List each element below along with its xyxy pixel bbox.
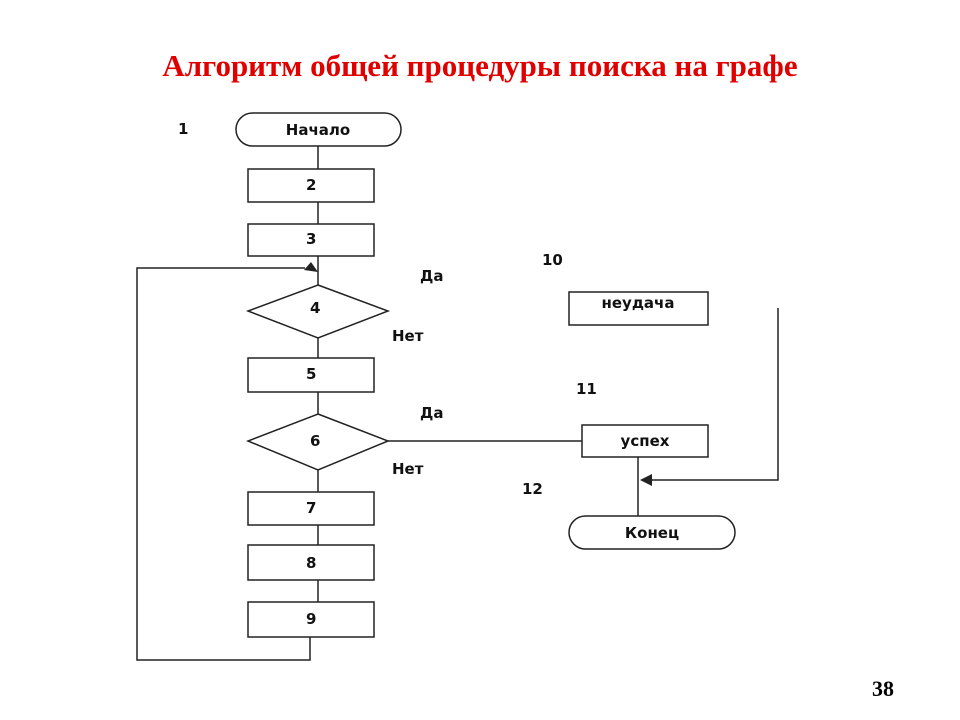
slide-title: Алгоритм общей процедуры поиска на графе <box>162 48 798 83</box>
decision-block-4 <box>245 284 391 339</box>
decision-6-no-label: Нет <box>392 460 424 478</box>
failure-number: 10 <box>542 251 563 269</box>
failure-label: неудача <box>602 294 675 312</box>
page-number: 38 <box>872 676 894 701</box>
decision-4-no-label: Нет <box>392 327 424 345</box>
block-8-label: 8 <box>306 554 316 572</box>
process-block-8 <box>247 544 375 581</box>
decision-4-yes-label: Да <box>420 267 443 285</box>
decision-block-6 <box>245 413 391 471</box>
loop-arrowhead <box>304 262 318 272</box>
connector-failure-end <box>652 308 779 481</box>
success-label: успех <box>621 432 670 450</box>
end-number: 12 <box>522 480 543 498</box>
decision-6-label: 6 <box>310 432 320 450</box>
success-number: 11 <box>576 380 597 398</box>
block-9-label: 9 <box>306 610 316 628</box>
decision-4-label: 4 <box>310 299 320 317</box>
start-label: Начало <box>286 121 350 139</box>
block-3-label: 3 <box>306 230 316 248</box>
process-block-7 <box>247 491 375 526</box>
block-2-label: 2 <box>306 176 316 194</box>
failure-block <box>568 291 709 326</box>
process-block-9 <box>247 601 375 638</box>
success-block <box>581 424 709 458</box>
block-7-label: 7 <box>306 499 316 517</box>
decision-6-yes-label: Да <box>420 404 443 422</box>
block-5-label: 5 <box>306 365 316 383</box>
start-number: 1 <box>178 120 188 138</box>
start-terminal <box>235 112 402 147</box>
process-block-2 <box>247 168 375 203</box>
end-label: Конец <box>625 524 679 542</box>
process-block-5 <box>247 357 375 393</box>
end-terminal <box>568 515 736 550</box>
failure-arrowhead <box>640 474 652 486</box>
loop-back-line <box>136 267 311 661</box>
process-block-3 <box>247 223 375 257</box>
